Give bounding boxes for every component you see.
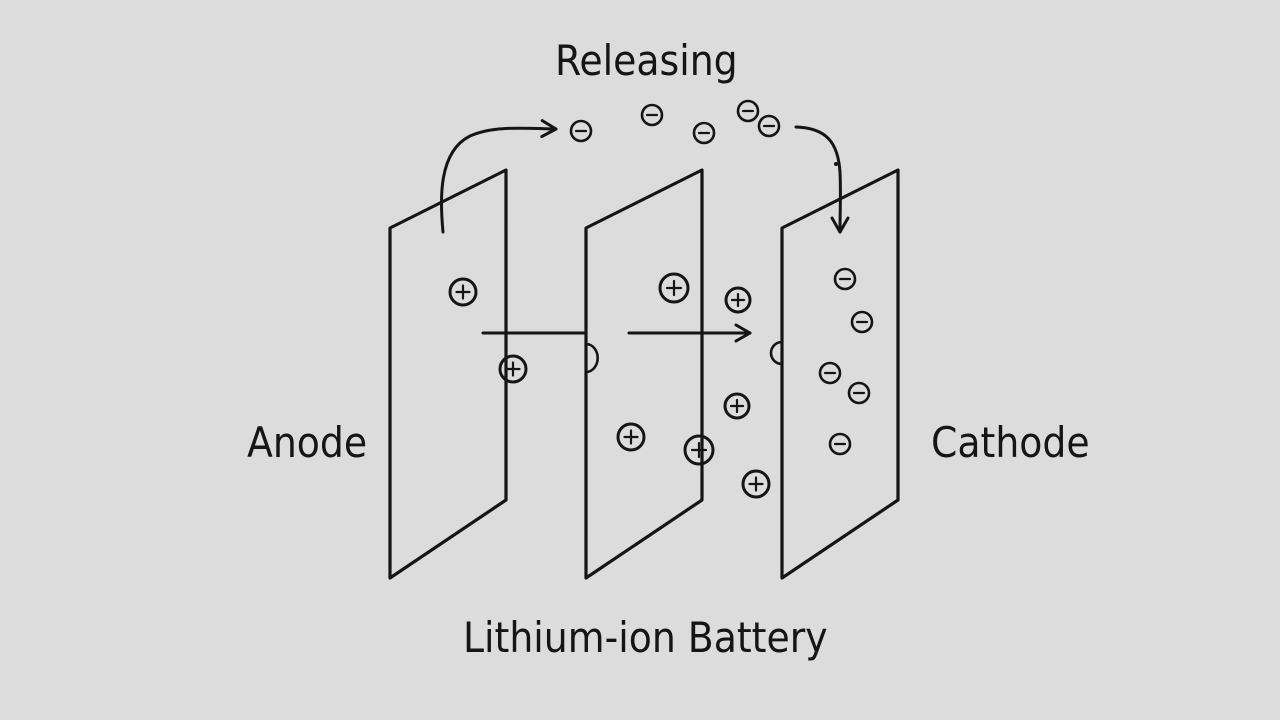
ink-dot	[834, 162, 838, 166]
electron-particle	[818, 361, 842, 385]
particle-circle	[616, 422, 646, 452]
electron-particle	[757, 114, 781, 138]
releasing-label: Releasing	[555, 36, 738, 85]
lithium-ion-particle	[498, 354, 528, 384]
release-arrow-left	[439, 119, 558, 234]
release-arrow-right	[794, 125, 850, 234]
electron-particle	[847, 381, 871, 405]
particle-circle	[723, 392, 751, 420]
separator-plate	[584, 168, 704, 580]
particle-circle	[850, 310, 874, 334]
anode-plate	[388, 168, 508, 580]
lithium-ion-particle	[616, 422, 646, 452]
lithium-ion-particle	[741, 469, 771, 499]
electron-particle	[692, 121, 716, 145]
lithium-ion-particle	[658, 272, 690, 304]
electron-particle	[736, 99, 760, 123]
electron-particle	[640, 103, 664, 127]
cathode-label: Cathode	[931, 418, 1090, 467]
lithium-ion-particle	[724, 286, 752, 314]
particle-circle	[757, 114, 781, 138]
particle-circle	[828, 432, 852, 456]
plate-arc-left	[584, 342, 599, 374]
diagram-title: Lithium-ion Battery	[463, 613, 828, 662]
particle-circle	[683, 434, 715, 466]
anode-label: Anode	[247, 418, 368, 467]
particle-circle	[724, 286, 752, 314]
particle-circle	[640, 103, 664, 127]
lithium-ion-particle	[723, 392, 751, 420]
particle-circle	[736, 99, 760, 123]
plate-arc-right	[769, 340, 784, 366]
particle-circle	[658, 272, 690, 304]
cathode-plate	[780, 168, 900, 580]
lithium-ion-particle	[448, 277, 478, 307]
particle-circle	[498, 354, 528, 384]
electron-particle	[828, 432, 852, 456]
particles-group	[448, 99, 874, 499]
particle-circle	[448, 277, 478, 307]
lithium-ion-particle	[683, 434, 715, 466]
electron-particle	[833, 267, 857, 291]
electron-particle	[569, 119, 593, 143]
particle-circle	[818, 361, 842, 385]
particle-circle	[833, 267, 857, 291]
particle-circle	[741, 469, 771, 499]
electron-particle	[850, 310, 874, 334]
particle-circle	[847, 381, 871, 405]
particle-circle	[569, 119, 593, 143]
particle-circle	[692, 121, 716, 145]
